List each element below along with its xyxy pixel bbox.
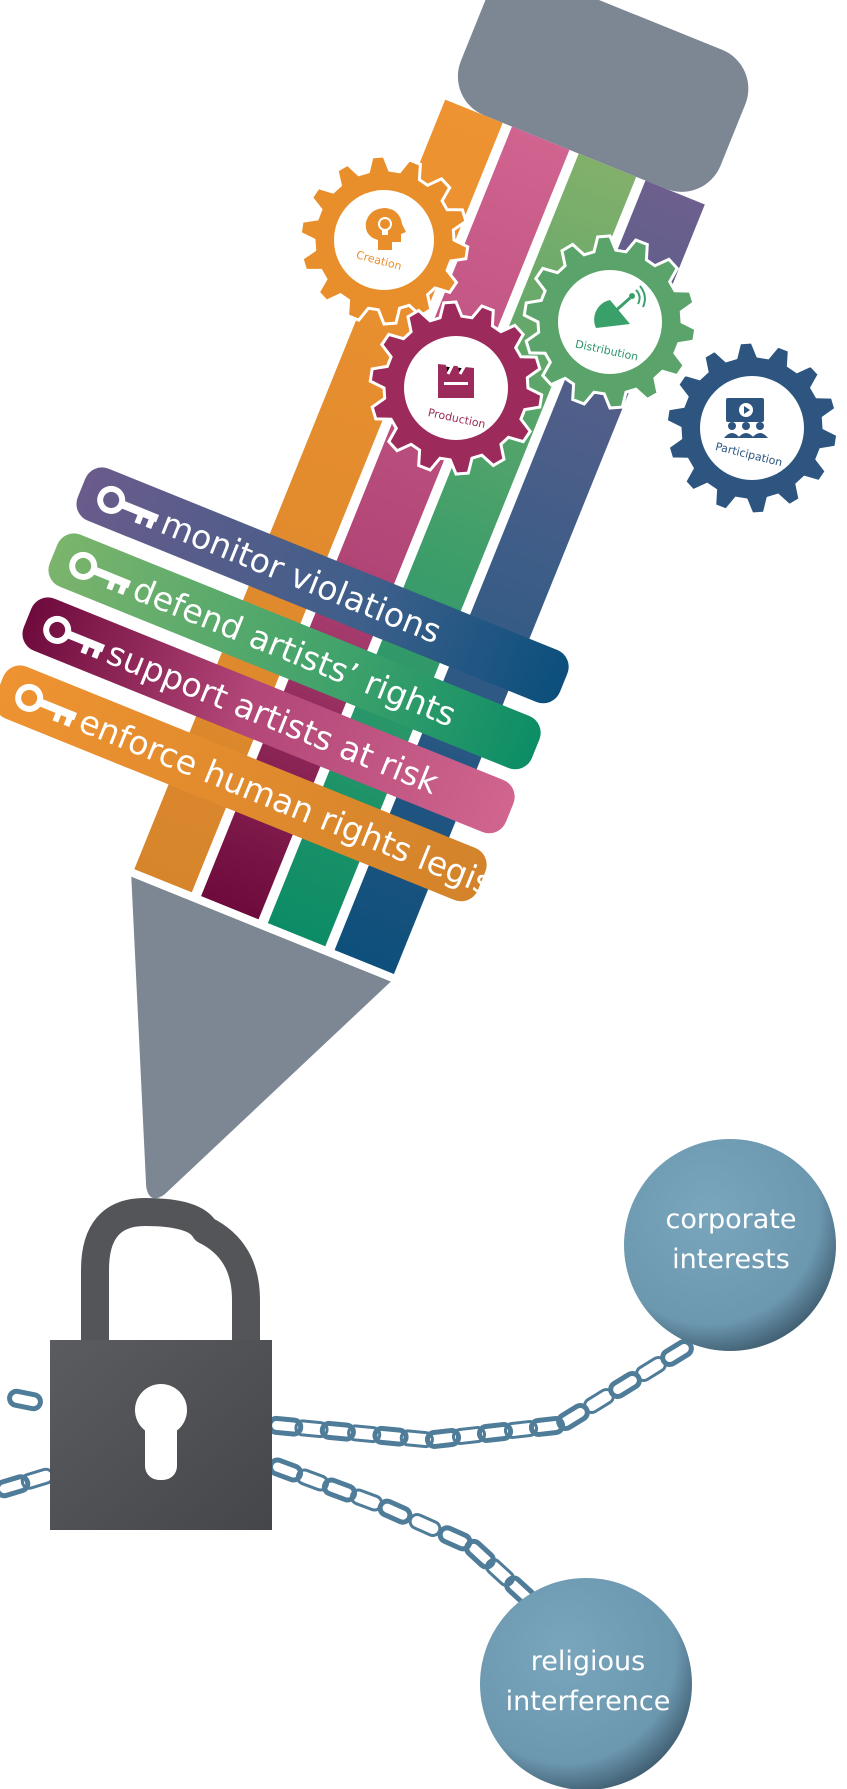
chain-link <box>319 1420 356 1442</box>
key-icon <box>97 485 160 530</box>
padlock-shackle <box>81 1197 219 1359</box>
ribbons: enforce human rights legislation support… <box>0 467 584 938</box>
pencil-cap <box>457 0 749 192</box>
chain-link <box>7 1388 43 1412</box>
chain-link <box>503 1420 539 1439</box>
clapperboard-icon <box>438 363 474 398</box>
ball-corporate-line2: interests <box>672 1244 790 1275</box>
gear-participation-wheel <box>664 340 840 516</box>
ball-corporate-line1: corporate <box>666 1204 797 1235</box>
chain-link <box>294 1419 329 1439</box>
chain-link <box>372 1425 409 1447</box>
key-icon <box>69 551 132 596</box>
ball-corporate-interests: corporate interests <box>624 1139 836 1351</box>
chain-link <box>399 1429 434 1449</box>
padlock <box>50 1197 272 1530</box>
chain-link <box>660 1338 694 1368</box>
chain-link <box>464 1538 496 1570</box>
ball-religious-interference: religious interference <box>480 1578 692 1789</box>
chain-link <box>377 1498 413 1525</box>
head-lightbulb-icon <box>365 208 406 250</box>
chain-link <box>451 1426 487 1445</box>
chain-link <box>408 1513 442 1537</box>
chain-link <box>424 1428 462 1449</box>
key-icon <box>43 615 106 660</box>
chains <box>0 1338 694 1607</box>
audience-screen-icon <box>724 398 768 438</box>
chain-link <box>485 1558 515 1587</box>
chain-link <box>347 1424 382 1444</box>
key-icon <box>15 683 78 728</box>
satellite-dish-icon <box>594 285 646 328</box>
ball-religious-line2: interference <box>506 1686 671 1717</box>
pencil-tip <box>131 876 391 1199</box>
chain-link <box>321 1477 358 1503</box>
ball-religious-line1: religious <box>531 1646 645 1677</box>
keyhole-icon <box>135 1384 187 1480</box>
chain-link <box>0 1474 31 1499</box>
chain-link <box>476 1422 514 1443</box>
